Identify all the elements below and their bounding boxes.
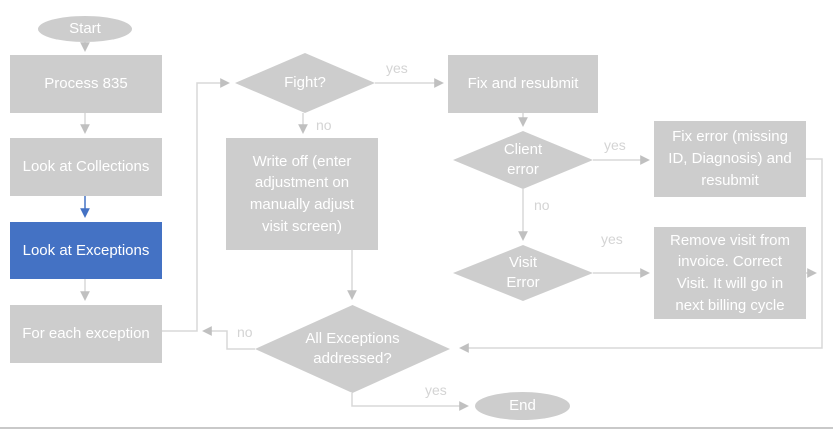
edge-label-fight-no: no xyxy=(316,117,332,133)
node-visit-error-label: Visit Error xyxy=(506,253,540,291)
node-for-each-exception: For each exception xyxy=(10,305,162,363)
node-all-exceptions-addressed-label: All Exceptions addressed? xyxy=(305,329,400,367)
edge-label-all-addressed-yes: yes xyxy=(425,382,447,398)
edge-foreach-to-fight xyxy=(162,78,230,332)
node-end: End xyxy=(475,392,570,420)
node-fight-decision: Fight? xyxy=(235,53,375,113)
edge-label-all-addressed-no: no xyxy=(237,324,253,340)
edge-label-client-error-no: no xyxy=(534,197,550,213)
bottom-divider xyxy=(0,427,833,429)
node-fix-error: Fix error (missing ID, Diagnosis) and re… xyxy=(654,121,806,197)
node-start: Start xyxy=(38,16,132,42)
node-client-error-decision: Client error xyxy=(453,131,593,189)
node-process-835: Process 835 xyxy=(10,55,162,113)
node-fix-and-resubmit: Fix and resubmit xyxy=(448,55,598,113)
node-all-exceptions-addressed-decision: All Exceptions addressed? xyxy=(255,305,450,393)
edge-alladdressed-no-return xyxy=(202,326,255,350)
edge-label-client-error-yes: yes xyxy=(604,137,626,153)
node-visit-error-decision: Visit Error xyxy=(453,245,593,301)
node-look-at-collections: Look at Collections xyxy=(10,138,162,196)
edge-alladdressed-yes-to-end xyxy=(351,393,469,411)
edge-label-fight-yes: yes xyxy=(386,60,408,76)
node-fight-label: Fight? xyxy=(284,73,326,91)
node-look-at-exceptions: Look at Exceptions xyxy=(10,222,162,279)
node-remove-visit: Remove visit from invoice. Correct Visit… xyxy=(654,227,806,319)
edge-fixerror-to-alladdressed xyxy=(459,158,823,353)
node-write-off: Write off (enter adjustment on manually … xyxy=(226,138,378,250)
edge-label-visit-error-yes: yes xyxy=(601,231,623,247)
node-client-error-label: Client error xyxy=(503,140,543,178)
